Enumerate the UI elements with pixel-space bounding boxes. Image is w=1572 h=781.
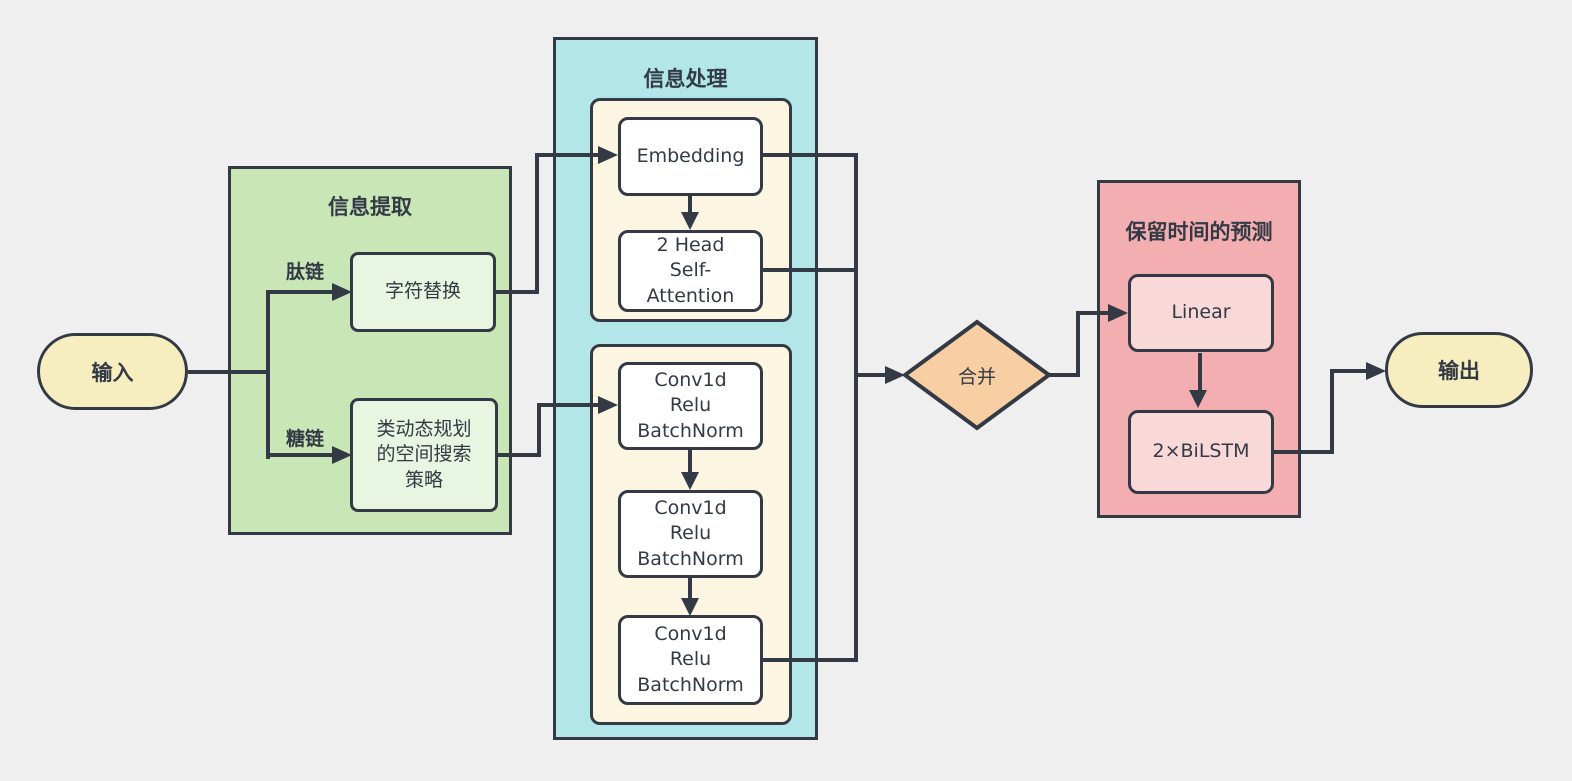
search-strategy-node: 类动态规划 的空间搜索 策略	[350, 398, 498, 512]
edge-to-conv1	[537, 403, 600, 407]
edge-output-up	[1330, 369, 1334, 454]
processing-title: 信息处理	[643, 67, 728, 91]
arrow-into-linear	[1108, 304, 1128, 322]
edge-embedding-out	[763, 153, 858, 157]
extraction-title: 信息提取	[328, 195, 412, 219]
edge-char-replace-up	[535, 153, 539, 294]
arrow-into-bilstm	[1189, 390, 1207, 408]
edge-input-to-branch	[188, 370, 270, 374]
self-attention-node: 2 Head Self- Attention	[618, 230, 763, 312]
edge-conv1-conv2	[688, 450, 692, 474]
char-replace-node: 字符替换	[350, 252, 496, 332]
edge-merge-out	[1048, 373, 1080, 377]
merge-label: 合并	[957, 365, 996, 388]
linear-label: Linear	[1171, 301, 1231, 324]
edge-branch-to-search	[268, 453, 334, 457]
input-terminal: 输入	[37, 333, 188, 410]
edge-search-out	[496, 453, 541, 457]
edge-to-embedding	[535, 153, 600, 157]
glycan-chain-label: 糖链	[286, 428, 325, 450]
edge-branch-to-char-replace	[268, 290, 334, 294]
arrow-into-conv3	[681, 598, 699, 616]
arrow-into-embedding	[598, 146, 618, 164]
edge-to-output	[1330, 369, 1368, 373]
self-attention-label: 2 Head Self- Attention	[646, 234, 735, 307]
arrow-into-merge	[885, 366, 905, 384]
edge-attention-out	[763, 268, 858, 272]
merge-diamond-shape	[901, 319, 1053, 431]
output-terminal: 输出	[1385, 332, 1533, 408]
arrow-into-conv1	[598, 396, 618, 414]
prediction-title: 保留时间的预测	[1125, 220, 1273, 244]
arrow-into-char-replace	[332, 283, 352, 301]
embedding-node: Embedding	[618, 117, 763, 196]
bilstm-label: 2×BiLSTM	[1152, 440, 1250, 463]
arrow-into-output	[1366, 362, 1386, 380]
edge-conv3-out	[763, 658, 858, 662]
conv-block-2-label: Conv1d Relu BatchNorm	[637, 497, 744, 570]
edge-char-replace-out	[496, 290, 539, 294]
embedding-label: Embedding	[636, 144, 745, 167]
bilstm-node: 2×BiLSTM	[1128, 410, 1274, 494]
arrow-into-conv2	[681, 472, 699, 490]
edge-merge-up	[1076, 311, 1080, 377]
edge-to-linear	[1076, 311, 1110, 315]
char-replace-label: 字符替换	[384, 280, 461, 303]
arrow-into-attention	[681, 212, 699, 230]
edge-embedding-attention	[688, 196, 692, 214]
search-strategy-label: 类动态规划 的空间搜索 策略	[376, 418, 472, 491]
linear-node: Linear	[1128, 274, 1274, 352]
conv-block-3-label: Conv1d Relu BatchNorm	[637, 623, 744, 696]
arrow-into-search	[332, 446, 352, 464]
edge-linear-bilstm	[1198, 353, 1202, 392]
output-label: 输出	[1438, 359, 1480, 383]
edge-bilstm-out	[1273, 450, 1334, 454]
edge-join-vertical	[854, 153, 858, 662]
input-label: 输入	[91, 360, 134, 385]
edge-conv2-conv3	[688, 578, 692, 600]
conv-block-1: Conv1d Relu BatchNorm	[618, 362, 763, 450]
conv-block-3: Conv1d Relu BatchNorm	[618, 615, 763, 705]
peptide-chain-label: 肽链	[286, 261, 325, 283]
edge-branch-vertical	[266, 290, 270, 459]
conv-block-2: Conv1d Relu BatchNorm	[618, 490, 763, 578]
merge-node: 合并	[901, 318, 1053, 432]
edge-search-up	[537, 403, 541, 457]
edge-join-to-merge	[856, 373, 887, 377]
conv-block-1-label: Conv1d Relu BatchNorm	[637, 369, 744, 442]
